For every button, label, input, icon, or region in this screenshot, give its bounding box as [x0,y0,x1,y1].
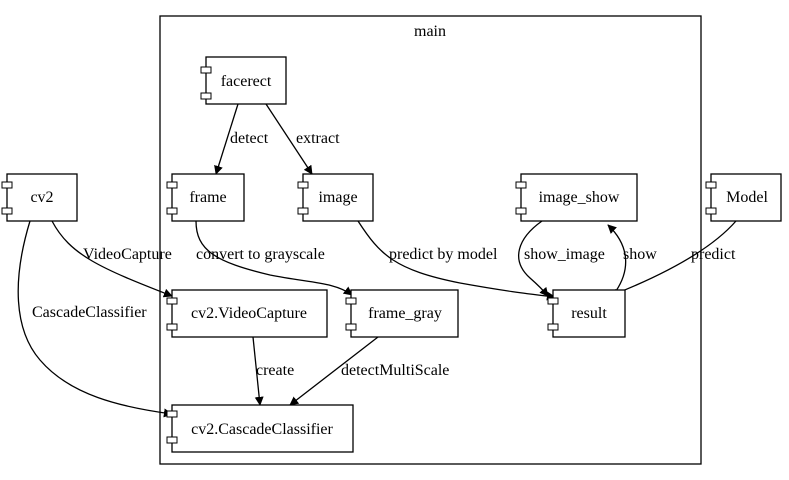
edge-label-detect: detect [230,130,269,147]
node-cv2: cv2 [1,173,78,222]
cluster-main-label: main [414,23,446,40]
edge-result-imageshow [607,224,627,292]
node-cv2-label: cv2 [30,189,53,206]
node-model-label: Model [726,189,768,206]
node-cv2-videocapture-label: cv2.VideoCapture [191,305,307,322]
edge-videocapture-cascade [252,336,264,406]
cluster-main: main [159,15,702,465]
edge-label-cascadeclassifier: CascadeClassifier [32,304,147,321]
edge-label-predict: predict [691,246,736,263]
node-image-show: image_show [515,173,638,222]
node-frame-label: frame [189,189,226,206]
edge-frame-framegray [195,220,353,296]
node-image-show-label: image_show [539,189,620,206]
node-facerect-label: facerect [221,73,272,90]
node-image-label: image [318,189,357,206]
node-cv2-videocapture: cv2.VideoCapture [166,289,328,338]
edge-label-show: show [623,246,657,263]
edge-label-detectmultiscale: detectMultiScale [341,362,449,379]
edge-label-videocapture: VideoCapture [83,246,172,263]
node-result: result [547,289,626,338]
node-frame: frame [166,173,245,222]
edge-facerect-frame [214,103,239,175]
edge-cv2-videocapture [51,220,173,298]
edge-label-predict-by-model: predict by model [389,246,498,263]
node-cv2-cascadeclassifier-label: cv2.CascadeClassifier [191,421,333,438]
node-image: image [297,173,374,222]
edge-image-result [357,220,556,301]
edge-label-convert: convert to grayscale [196,246,325,263]
edge-cv2-cascade [17,220,173,418]
edge-label-show-image: show_image [524,246,605,263]
node-facerect: facerect [200,56,287,105]
edges: detect extract VideoCapture CascadeClass… [17,103,737,418]
node-frame-gray-label: frame_gray [368,305,442,322]
node-result-label: result [571,305,607,322]
edge-framegray-cascade [289,336,379,406]
edge-model-result [609,220,737,298]
edge-label-create: create [256,362,294,379]
edge-imageshow-result [518,220,549,297]
node-frame-gray: frame_gray [345,289,459,338]
edge-facerect-image [265,103,313,175]
edge-label-extract: extract [296,130,340,147]
node-cv2-cascadeclassifier: cv2.CascadeClassifier [166,404,354,453]
node-model: Model [705,173,782,222]
